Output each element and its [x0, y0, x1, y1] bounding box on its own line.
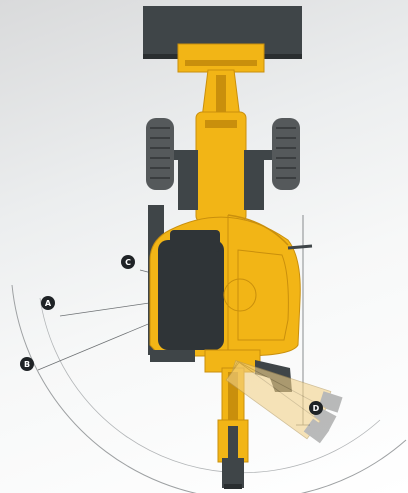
marker-a-label: A	[45, 299, 52, 308]
marker-c-label: C	[125, 258, 131, 267]
cab-window-left	[158, 240, 224, 350]
marker-d-label: D	[313, 404, 320, 413]
bucket-mount	[177, 43, 265, 73]
front-tire-left	[146, 118, 174, 190]
marker-b-label: B	[24, 360, 30, 369]
engine-hood	[195, 111, 247, 223]
backhoe-boom-cylinder	[228, 372, 238, 426]
marker-c: C	[121, 255, 135, 269]
tire-tread	[150, 127, 296, 179]
backhoe-dipper-slot	[228, 426, 238, 458]
hinge-bar	[287, 244, 313, 250]
hood-grille	[205, 120, 237, 128]
cab-window-right-outline	[237, 249, 289, 341]
marker-b: B	[20, 357, 34, 371]
bucket-mount-bar	[185, 60, 257, 66]
cab-window-panel	[170, 230, 220, 252]
marker-d: D	[309, 401, 323, 415]
marker-a: A	[41, 296, 55, 310]
seat-outline	[223, 278, 257, 312]
hood-side-panel	[178, 150, 198, 210]
front-tire-right	[272, 118, 300, 190]
rear-stabilizer-left-pad	[150, 350, 195, 362]
hood-side-panel-right	[244, 150, 264, 210]
backhoe-bucket-teeth	[224, 484, 242, 489]
backhoe-bucket	[222, 458, 244, 488]
cab-roof-outline	[227, 214, 289, 246]
loader-arm-cylinder	[216, 75, 226, 121]
backhoe-ghost-swing	[225, 360, 343, 444]
